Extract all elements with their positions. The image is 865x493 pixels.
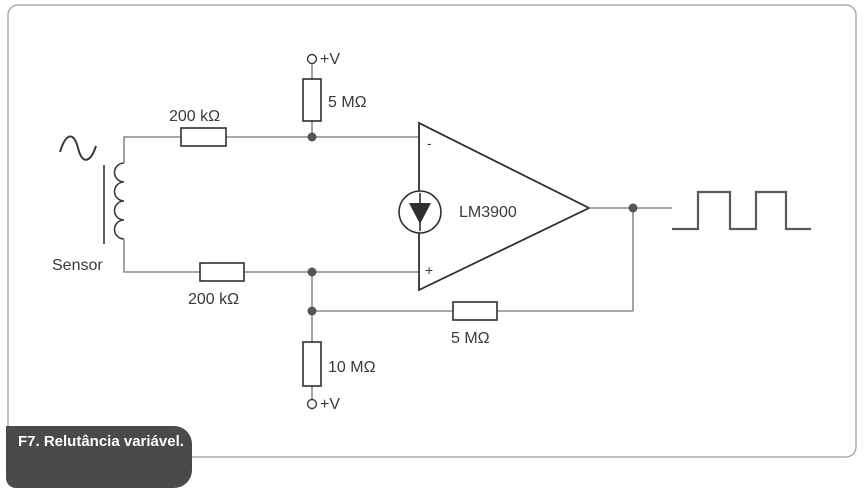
resistor-input-bottom bbox=[199, 262, 245, 282]
wire-top-input bbox=[123, 136, 181, 163]
sensor-coil bbox=[113, 162, 125, 240]
node-feedback bbox=[307, 306, 317, 316]
node-output bbox=[628, 203, 638, 213]
opamp-label: LM3900 bbox=[459, 204, 517, 221]
supply-terminal-top bbox=[306, 53, 318, 65]
node-top bbox=[307, 132, 317, 142]
wire-bottom-input bbox=[123, 239, 200, 273]
current-source-arrow-icon bbox=[409, 203, 431, 224]
node-bottom bbox=[307, 267, 317, 277]
resistor-bias-bottom bbox=[302, 341, 322, 387]
inverting-input-sign: - bbox=[427, 135, 432, 151]
supply-bottom-label: +V bbox=[320, 396, 340, 413]
caption-box bbox=[6, 426, 192, 488]
resistor-pullup-top bbox=[302, 78, 322, 122]
supply-top-label: +V bbox=[320, 51, 340, 68]
resistor-feedback bbox=[452, 301, 498, 321]
resistor-input-top-label: 200 kΩ bbox=[169, 108, 220, 125]
resistor-bias-bottom-label: 10 MΩ bbox=[328, 359, 376, 376]
ac-signal-icon bbox=[59, 135, 97, 161]
resistor-pullup-top-label: 5 MΩ bbox=[328, 94, 367, 111]
sensor-label: Sensor bbox=[52, 257, 103, 274]
figure-caption: F7. Relutância variável. bbox=[18, 433, 184, 450]
resistor-input-bottom-label: 200 kΩ bbox=[188, 291, 239, 308]
supply-terminal-bottom bbox=[306, 398, 318, 410]
noninverting-input-sign: + bbox=[425, 262, 433, 278]
square-wave-icon bbox=[672, 190, 811, 231]
resistor-feedback-label: 5 MΩ bbox=[451, 330, 490, 347]
resistor-input-top bbox=[180, 127, 227, 147]
